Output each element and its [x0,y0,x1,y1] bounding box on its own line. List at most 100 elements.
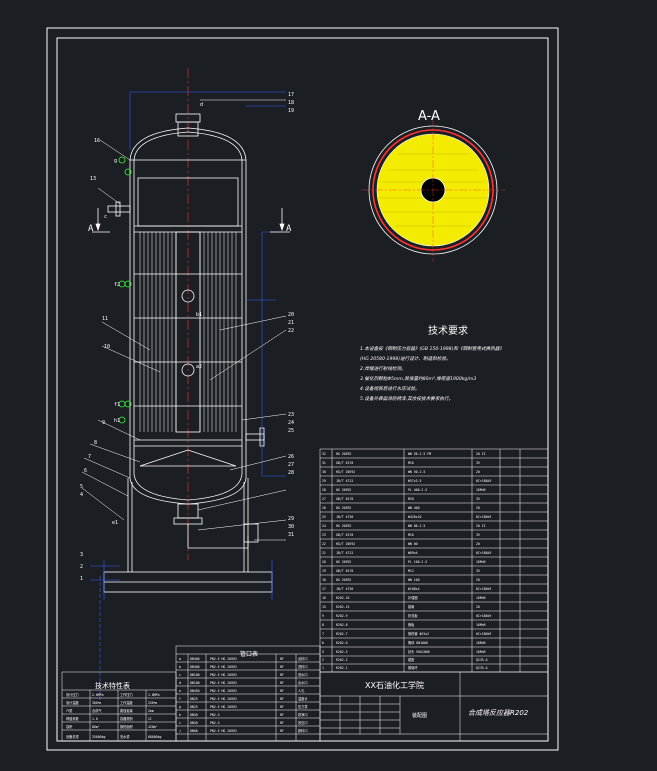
svg-text:DN50: DN50 [190,721,198,725]
svg-text:e: e [179,689,181,693]
svg-text:9: 9 [102,420,105,426]
svg-text:DN400: DN400 [190,665,200,669]
svg-text:RF: RF [280,673,284,677]
svg-text:1: 1 [80,576,83,582]
svg-text:21: 21 [288,320,294,326]
svg-text:f: f [179,697,181,701]
svg-text:35: 35 [476,569,480,573]
svg-text:4: 4 [80,492,83,498]
svg-text:26: 26 [322,506,326,510]
svg-text:管板: 管板 [408,622,415,627]
svg-text:WN 50-2.5: WN 50-2.5 [408,470,425,474]
svg-text:420m²: 420m² [148,725,158,729]
svg-text:RF: RF [280,665,284,669]
svg-text:b: b [179,665,181,669]
svg-text:JB/T 4712: JB/T 4712 [336,479,353,483]
svg-text:放空口: 放空口 [298,720,308,725]
svg-text:PN2.5 HG 20592: PN2.5 HG 20592 [210,689,237,693]
svg-text:20: 20 [476,542,480,546]
svg-text:设备总重: 设备总重 [66,734,80,739]
inner-frame [56,37,549,742]
svg-text:29: 29 [322,479,326,483]
svg-text:HG 20592: HG 20592 [336,488,351,492]
svg-text:3: 3 [80,552,83,558]
svg-text:HG/T 20592: HG/T 20592 [336,542,355,546]
svg-text:II: II [148,717,152,721]
svg-text:裙座: 裙座 [408,657,415,662]
svg-text:16MnR: 16MnR [476,488,486,492]
svg-text:WN 80-2.5: WN 80-2.5 [408,524,425,528]
svg-text:Φ89x4: Φ89x4 [408,551,418,555]
svg-text:35: 35 [476,461,480,465]
svg-text:18: 18 [322,578,326,582]
svg-text:M16: M16 [408,533,414,537]
svg-text:DN100: DN100 [190,681,200,685]
svg-text:接管: 接管 [408,604,414,609]
svg-text:17: 17 [288,92,294,98]
svg-text:16: 16 [322,596,326,600]
section-mark-right: A [286,224,292,234]
svg-text:PN2.5: PN2.5 [210,721,220,725]
svg-text:Φ426x10: Φ426x10 [408,515,422,519]
svg-text:35: 35 [476,497,480,501]
svg-text:R202-7: R202-7 [336,632,348,636]
svg-text:PL 100-2.5: PL 100-2.5 [408,560,427,564]
svg-text:25: 25 [288,428,294,434]
svg-text:8: 8 [94,440,97,446]
svg-text:介质: 介质 [66,708,73,713]
svg-text:Q235-A: Q235-A [476,658,488,662]
svg-text:0Cr18Ni9: 0Cr18Ni9 [476,551,491,555]
svg-text:WN 400: WN 400 [408,506,420,510]
svg-text:20 II: 20 II [476,452,486,456]
svg-text:1.8MPa: 1.8MPa [148,693,160,697]
svg-text:人孔: 人孔 [298,688,305,693]
svg-text:20: 20 [322,560,326,564]
svg-text:GB/T 6170: GB/T 6170 [336,569,353,573]
svg-text:PN2.5: PN2.5 [210,713,220,717]
svg-text:250℃: 250℃ [148,701,158,705]
svg-text:出料口: 出料口 [298,656,308,661]
svg-text:压力表: 压力表 [298,704,308,709]
note-line-1: 1.本设备按《钢制压力容器》(GB 150-1998)和《钢制管壳式换热器》 [360,347,504,352]
svg-text:5: 5 [322,650,324,654]
svg-text:M20: M20 [408,497,414,501]
svg-text:300℃: 300℃ [92,701,102,705]
svg-text:DN25: DN25 [190,697,198,701]
svg-text:R202-8: R202-8 [336,623,348,627]
svg-text:进水口: 进水口 [298,672,308,677]
svg-text:Q235-A: Q235-A [476,666,488,670]
svg-text:15: 15 [322,605,326,609]
note-line-5: 4.设备组装后进行水压试验。 [360,387,420,392]
svg-text:腐蚀裕量: 腐蚀裕量 [120,708,134,713]
svg-text:27: 27 [288,462,294,468]
svg-text:筒体 DN1800: 筒体 DN1800 [408,640,428,645]
bottom-tables [61,645,549,742]
svg-text:HG 20592: HG 20592 [336,452,351,456]
svg-text:h1: h1 [114,418,120,424]
section-mark-left: A [88,224,94,234]
section-view-label: A-A [418,109,440,124]
svg-text:M12: M12 [408,569,414,573]
svg-text:HG/T 20592: HG/T 20592 [336,470,355,474]
svg-text:DN400: DN400 [190,657,200,661]
note-line-4: 3.催化剂颗粒Φ5mm,装填量约80m³,堆密度1900kg/m3 [360,377,477,382]
svg-text:f1: f1 [114,402,120,408]
svg-text:设计压力: 设计压力 [66,692,79,697]
svg-text:31: 31 [288,532,294,538]
svg-text:6: 6 [84,468,87,474]
svg-text:h: h [179,713,181,717]
svg-text:0Cr18Ni9: 0Cr18Ni9 [476,515,491,519]
svg-text:23: 23 [322,533,326,537]
svg-text:d: d [179,681,181,685]
svg-text:JB/T 4736: JB/T 4736 [336,515,353,519]
svg-text:Φ57x3.5: Φ57x3.5 [408,479,422,483]
svg-text:a: a [179,657,181,661]
svg-text:2.0MPa: 2.0MPa [92,693,104,697]
svg-text:R202-5: R202-5 [336,650,348,654]
svg-text:20: 20 [476,605,480,609]
svg-text:DN50: DN50 [190,713,198,717]
svg-text:2mm: 2mm [148,709,154,713]
svg-text:PN2.5 HG 20592: PN2.5 HG 20592 [210,657,237,661]
svg-text:排净口: 排净口 [298,712,308,717]
